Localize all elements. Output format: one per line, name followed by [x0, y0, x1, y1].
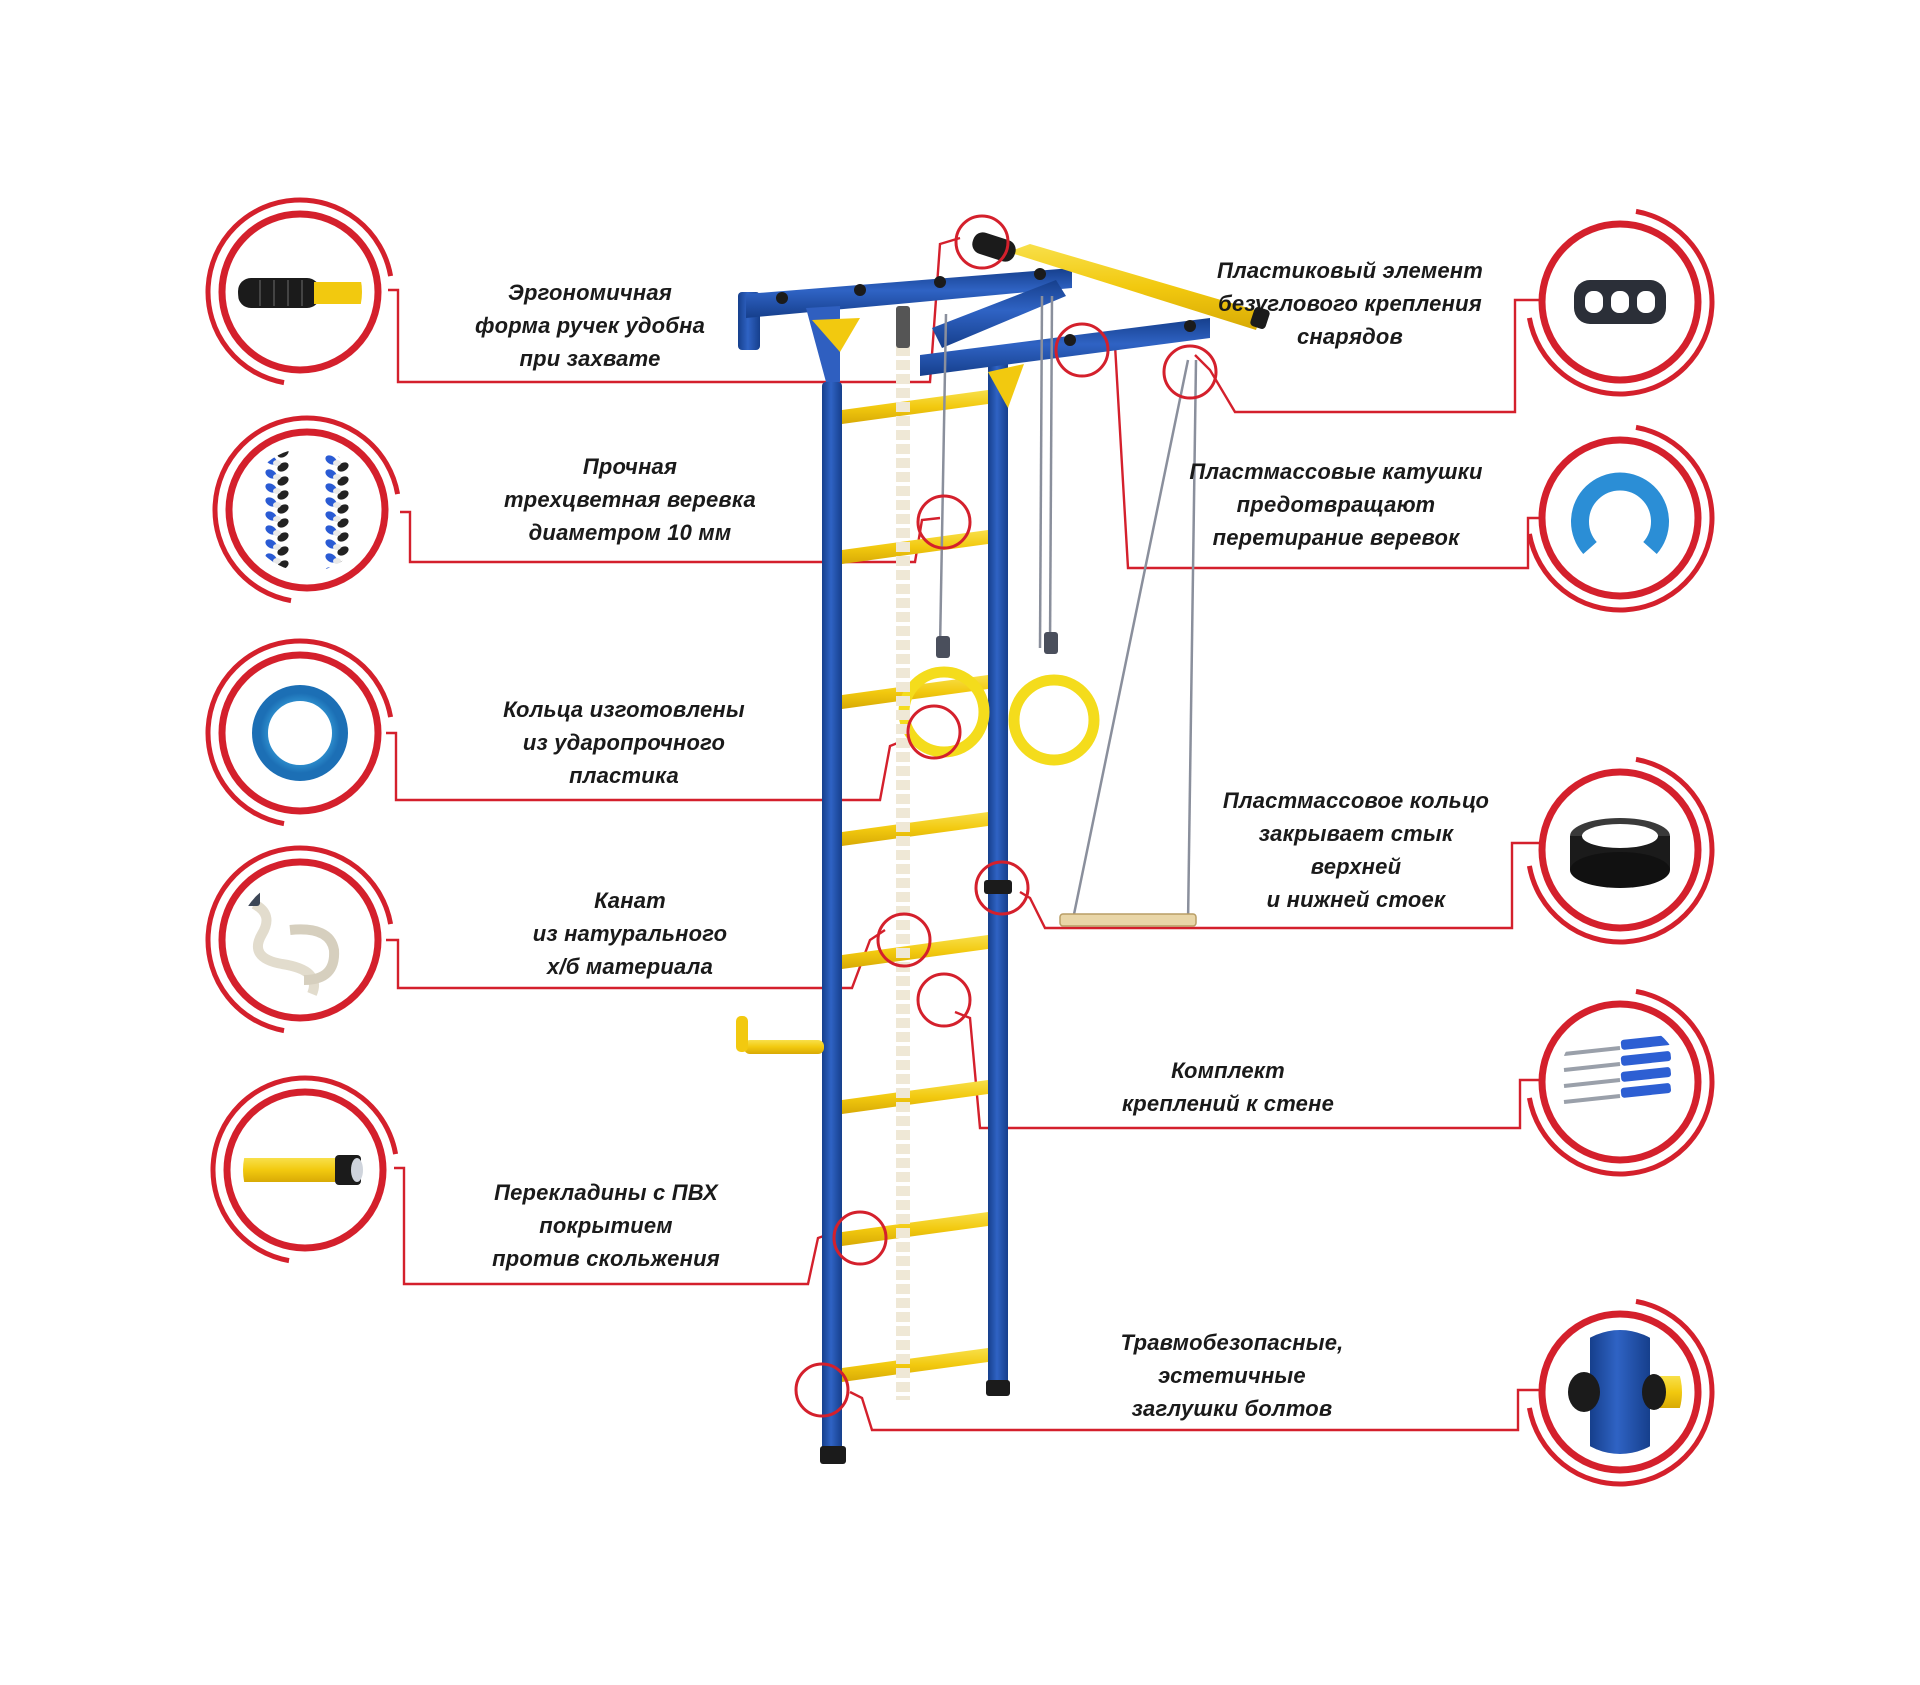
connector-joint-ring [1019, 841, 1542, 930]
connector-rungs [394, 1166, 836, 1286]
joint-ring [984, 880, 1012, 894]
bolt-cap-icon [1526, 1298, 1715, 1487]
pvc-rung-icon [210, 1075, 399, 1264]
right-upright [988, 352, 1008, 1392]
swing-seat [1059, 913, 1197, 927]
ladder-rung [826, 390, 1004, 424]
connector-caps [849, 1388, 1542, 1432]
left-upright [822, 382, 842, 1462]
plastic-spool-icon [1526, 424, 1715, 613]
highlight-circles [794, 214, 1218, 1418]
top-frame [738, 232, 1270, 408]
cotton-rope-icon [205, 845, 394, 1034]
ladder-rung [826, 812, 1004, 846]
wall-bars [736, 232, 1270, 1464]
right-foot [986, 1380, 1010, 1396]
wall-fasteners-icon [1526, 988, 1715, 1177]
three-color-rope-icon [212, 415, 401, 604]
connector-mount [1194, 298, 1540, 414]
ladder-rung [826, 1212, 1004, 1246]
side-handle [736, 1016, 824, 1054]
left-foot [820, 1446, 846, 1464]
plastic-ring-icon [205, 638, 394, 827]
connector-rope [400, 510, 941, 564]
connector-fasteners [954, 1010, 1542, 1130]
gym-ring-right [1008, 674, 1100, 766]
grip-handle [972, 232, 1016, 262]
ladder-rung [826, 1348, 1004, 1382]
triple-mount-plate-icon [1526, 208, 1715, 397]
connector-grip [388, 236, 961, 384]
connector-rings [386, 731, 911, 802]
connector-climb-rope [386, 929, 886, 990]
joint-cover-ring-icon [1526, 756, 1715, 945]
grip-handle-icon [205, 197, 394, 386]
connector-lines [386, 236, 1542, 1432]
gym-ropes [938, 295, 1198, 925]
